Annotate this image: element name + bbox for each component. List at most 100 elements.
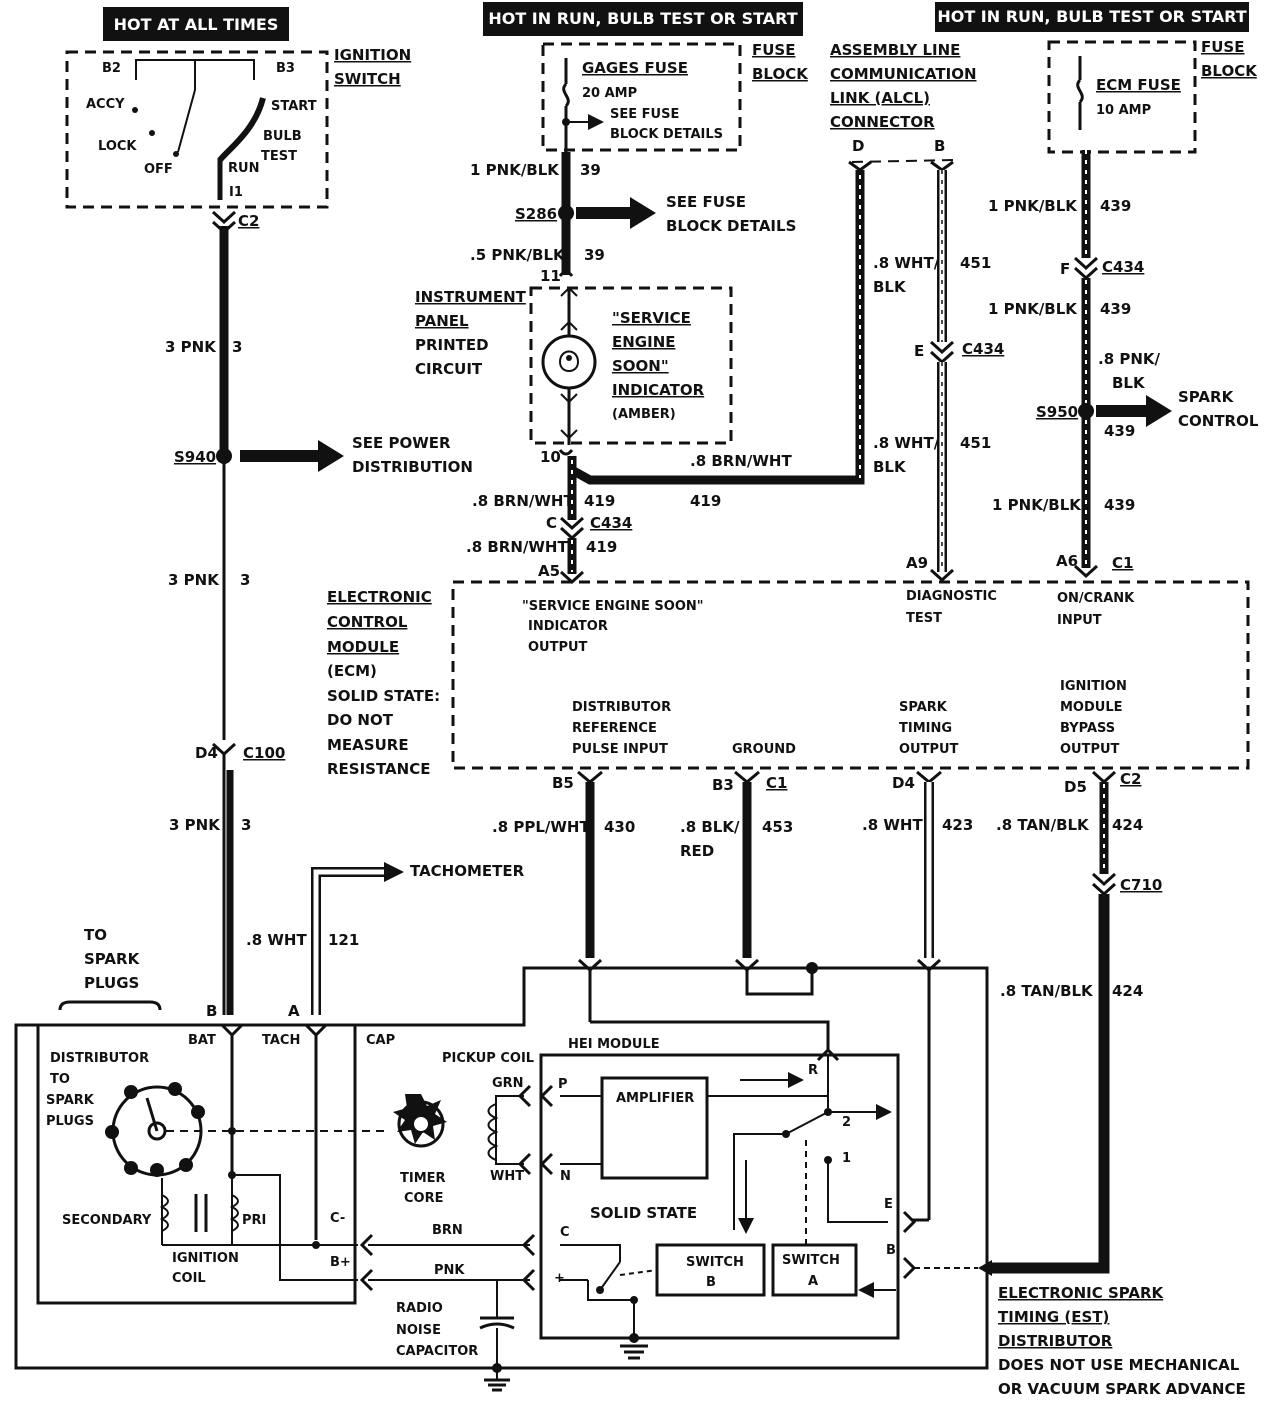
gages-fuse-block-1-label: FUSE <box>752 41 795 59</box>
distributor-to-plugs-1-label: TO <box>84 926 107 944</box>
gages-fuse-rating-label: 20 AMP <box>582 86 637 101</box>
distributor-brn-label: BRN <box>432 1223 463 1238</box>
hei-module: HEI MODULE AMPLIFIER P N R 2 1 E SOLID S… <box>539 1037 978 1360</box>
distributor-coil-2-label: COIL <box>172 1271 206 1286</box>
wire-circuit-430: B5 .8 PPL/WHT 430 <box>492 770 635 973</box>
distributor-to-plugs-3-label: PLUGS <box>84 974 139 992</box>
banner-hot-at-all-times: HOT AT ALL TIMES <box>103 7 289 41</box>
ecm-circuit-wire-3b-label: BLK <box>1112 374 1146 392</box>
ignition-switch-lock-label: LOCK <box>98 139 137 154</box>
hei-switch-a-1-label: SWITCH <box>782 1253 840 1268</box>
b2-label: B2 <box>102 61 121 76</box>
banners-hot-run-1-label: HOT IN RUN, BULB TEST OR START <box>488 9 797 28</box>
ignition-switch-bulb-label: BULB <box>263 129 302 144</box>
tach-wire-label: .8 WHT <box>246 931 307 949</box>
ecm-bypass-4-label: OUTPUT <box>1060 742 1120 757</box>
wire-circuit-451: .8 WHT/ BLK 451 E C434 .8 WHT/ BLK 451 A… <box>873 170 1004 583</box>
ecm-diag-2-label: TEST <box>906 611 942 626</box>
ses-circuit-brn-top-circuit-label: 419 <box>584 492 615 510</box>
gages-fuse-block-2-label: BLOCK <box>752 65 809 83</box>
lower-circuits-ppl-wire-label: .8 PPL/WHT <box>492 818 590 836</box>
wire-circuit-3: 3 PNK 3 S940 SEE POWER DISTRIBUTION 3 PN… <box>165 226 473 1015</box>
ecm-spark-2-label: TIMING <box>899 721 952 736</box>
distributor-dist-3-label: SPARK <box>46 1093 95 1108</box>
left-circuit-circuit-mid-label: 3 <box>240 571 250 589</box>
distributor-secondary-label: SECONDARY <box>62 1213 152 1228</box>
gages-circuit-pin-in-label: 11 <box>540 267 561 285</box>
ecm-dist-1-label: DISTRIBUTOR <box>572 700 671 715</box>
banners-hot-all-times-label: HOT AT ALL TIMES <box>114 15 279 34</box>
distributor-cap-1-label: RADIO <box>396 1301 443 1316</box>
lower-circuits-b5-label: B5 <box>552 774 574 792</box>
wire-circuit-439: 1 PNK/BLK 439 F C434 1 PNK/BLK 439 .8 PN… <box>988 150 1259 579</box>
alcl-line-2-label: COMMUNICATION <box>830 65 977 83</box>
hei-b-label: B <box>886 1243 896 1258</box>
ecm-ses-out-1-label: "SERVICE ENGINE SOON" <box>522 599 704 614</box>
ecm-diag-1-label: DIAGNOSTIC <box>906 589 997 604</box>
ecm-circuit-conn-name-label: C434 <box>1102 258 1144 276</box>
gages-circuit-splice-ref-2-label: BLOCK DETAILS <box>666 217 796 235</box>
alcl-circuit-wire-2b-label: BLK <box>873 458 907 476</box>
lower-circuits-wht-wire-label: .8 WHT <box>862 816 923 834</box>
ecm-bypass-3-label: BYPASS <box>1060 721 1115 736</box>
ses-circuit-brn-bot-label: .8 BRN/WHT <box>466 538 568 556</box>
ignition-switch-connector-label: C2 <box>238 212 259 230</box>
wire-circuit-423: D4 .8 WHT 423 <box>862 770 973 973</box>
ecm-bypass-2-label: MODULE <box>1060 700 1123 715</box>
hei-module-title: HEI MODULE <box>568 1037 660 1052</box>
splice-s950-dot <box>1078 403 1094 419</box>
ses-indicator-line-1-label: "SERVICE <box>612 309 691 327</box>
alcl-connector: ASSEMBLY LINE COMMUNICATION LINK (ALCL) … <box>830 41 977 172</box>
hei-switch-b-2-label: B <box>706 1275 716 1290</box>
hei-switch-b-1-label: SWITCH <box>686 1255 744 1270</box>
wire-circuit-419: 10 .8 BRN/WHT .8 BRN/WHT 419 419 C C434 … <box>466 170 865 585</box>
ecm-spark-1-label: SPARK <box>899 700 948 715</box>
ecm-title-3-label: MODULE <box>327 638 399 656</box>
connector-c100: C100 <box>243 744 285 762</box>
distributor-b-plus-label: B+ <box>330 1255 351 1270</box>
distributor-pnk-label: PNK <box>434 1263 465 1278</box>
instrument-panel-line-4-label: CIRCUIT <box>415 360 483 378</box>
tach-wire: TACHOMETER .8 WHT 121 B A <box>206 862 525 1020</box>
ses-indicator-line-3-label: SOON" <box>612 357 669 375</box>
instrument-panel-label: INSTRUMENT PANEL PRINTED CIRCUIT <box>415 288 527 378</box>
lower-circuits-blk-wire-1-label: .8 BLK/ <box>680 818 740 836</box>
alcl-pin-d-label: D <box>852 137 864 155</box>
ignition-switch-run-label: RUN <box>228 161 259 176</box>
left-circuit-wire-mid-label: 3 PNK <box>168 571 220 589</box>
distributor-to-plugs-2-label: SPARK <box>84 950 141 968</box>
lower-circuits-tan-circuit-2-label: 424 <box>1112 982 1143 1000</box>
lower-circuits-tan-wire-2-label: .8 TAN/BLK <box>1000 982 1094 1000</box>
tach-circuit-label: 121 <box>328 931 359 949</box>
left-circuit-splice-ref-2-label: DISTRIBUTION <box>352 458 473 476</box>
ecm-title-4-label: (ECM) <box>327 662 377 680</box>
hei-n-label: N <box>560 1169 571 1184</box>
lower-circuits-tan-circuit-1-label: 424 <box>1112 816 1143 834</box>
ecm-circuit-ecm-pin-label: A6 <box>1056 552 1078 570</box>
ecm-circuit-wire-2-label: 1 PNK/BLK <box>988 300 1078 318</box>
alcl-circuit-circuit-1-label: 451 <box>960 254 991 272</box>
gages-fuse-details-2-label: BLOCK DETAILS <box>610 127 723 142</box>
ignition-switch-start-label: START <box>271 99 317 114</box>
gages-circuit-wire-1-label: 1 PNK/BLK <box>470 161 560 179</box>
tach-pin-a-label: A <box>288 1002 300 1020</box>
alcl-circuit-conn-name-label: C434 <box>962 340 1004 358</box>
gages-circuit-splice-ref-1-label: SEE FUSE <box>666 193 746 211</box>
alcl-line-4-label: CONNECTOR <box>830 113 935 131</box>
instrument-panel-line-1-label: INSTRUMENT <box>415 288 527 306</box>
hei-c-label: C <box>560 1225 570 1240</box>
ecm-note-4-label: RESISTANCE <box>327 760 430 778</box>
ecm-circuit-circuit-1-label: 439 <box>1100 197 1131 215</box>
ses-indicator-line-2-label: ENGINE <box>612 333 676 351</box>
distributor-c-minus-label: C- <box>330 1211 345 1226</box>
lower-circuits-c1-label: C1 <box>766 774 787 792</box>
ecm-fuse-rating-label: 10 AMP <box>1096 103 1151 118</box>
ecm-circuit-circuit-2-label: 439 <box>1100 300 1131 318</box>
hei-r-label: R <box>808 1063 818 1078</box>
gages-circuit-circuit-2-label: 39 <box>584 246 605 264</box>
ses-circuit-ecm-pin-label: A5 <box>538 562 560 580</box>
hei-switch-a-2-label: A <box>808 1274 818 1289</box>
wire-circuit-424: D5 C2 .8 TAN/BLK 424 C710 .8 TAN/BLK 424 <box>978 770 1162 1276</box>
ecm-bypass-1-label: IGNITION <box>1060 679 1127 694</box>
